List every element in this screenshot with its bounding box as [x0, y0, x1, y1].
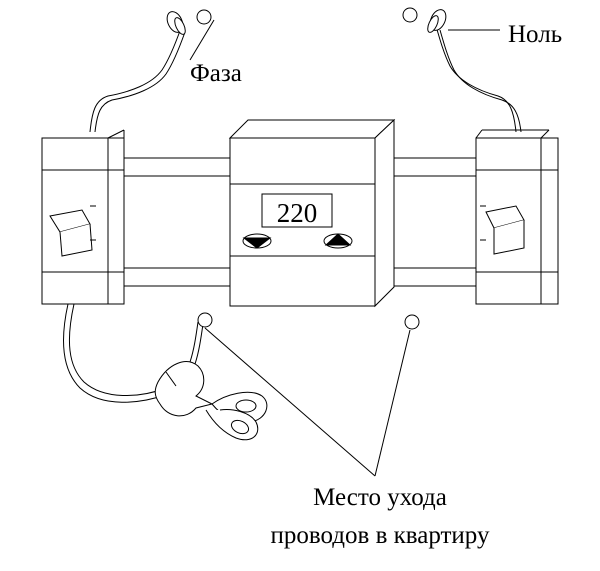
- neutral-terminal-ring: [402, 7, 418, 23]
- triangle-up-icon[interactable]: [324, 233, 352, 246]
- triangle-down-icon[interactable]: [242, 237, 272, 249]
- leader-lines: [189, 19, 500, 477]
- phase-label: Фаза: [190, 60, 242, 87]
- wire-ends: [166, 7, 447, 330]
- phase-terminal-ring: [196, 9, 212, 25]
- neutral-label: Ноль: [508, 21, 562, 48]
- voltage-display: [261, 193, 333, 228]
- phase-exit-ring: [197, 312, 213, 328]
- wires: [63, 25, 522, 403]
- wire-exit-label-line1: Место ухода: [313, 484, 447, 511]
- neutral-exit-ring: [404, 314, 420, 330]
- wire-exit-label-line2: проводов в квартиру: [271, 522, 490, 549]
- right-circuit-breaker: [475, 129, 559, 305]
- voltage-relay: [228, 118, 396, 308]
- left-circuit-breaker: [41, 129, 125, 305]
- voltage-display-value: 220: [277, 198, 318, 228]
- scissors-icon: [154, 361, 268, 441]
